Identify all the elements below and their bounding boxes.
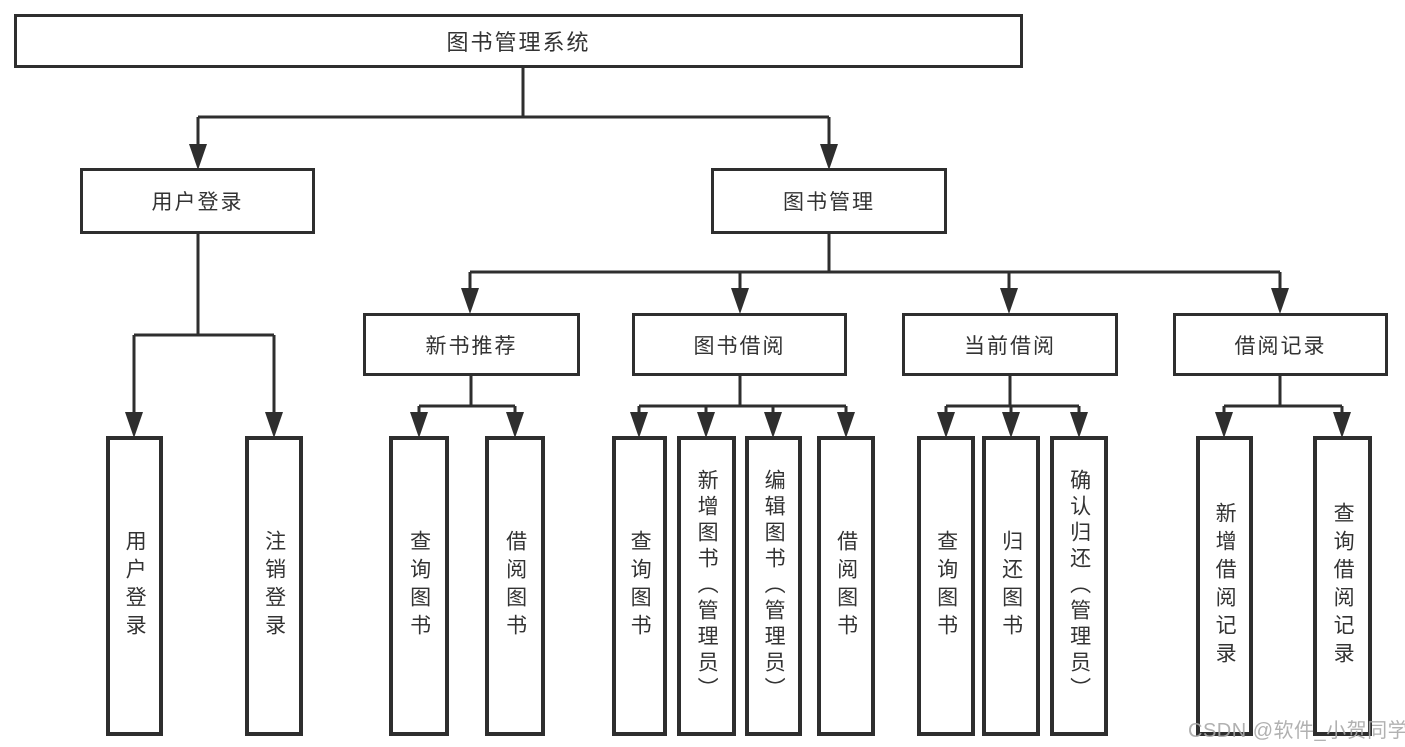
leaf-edit-book-admin: 编辑图书（管理员） [745,436,802,736]
node-new-book-recommend: 新书推荐 [363,313,580,376]
leaf-confirm-return-admin: 确认归还（管理员） [1050,436,1108,736]
arrowhead [731,288,749,314]
node-borrowing-records: 借阅记录 [1173,313,1388,376]
leaf-return-book: 归还图书 [982,436,1040,736]
leaf-query-books-recommend: 查询图书 [389,436,449,736]
arrowhead [630,412,648,438]
node-current-borrowing: 当前借阅 [902,313,1118,376]
leaf-add-book-admin: 新增图书（管理员） [677,436,736,736]
arrowhead [1333,412,1351,438]
arrowhead [125,412,143,438]
connector-path [132,68,1344,414]
arrowhead [1000,288,1018,314]
leaf-borrow-books-recommend: 借阅图书 [485,436,545,736]
arrowhead [1002,412,1020,438]
leaf-add-borrow-record: 新增借阅记录 [1196,436,1253,736]
arrowhead [1070,412,1088,438]
arrowhead [506,412,524,438]
arrowhead [937,412,955,438]
leaf-user-login: 用户登录 [106,436,163,736]
arrowhead [461,288,479,314]
leaf-query-books-borrow: 查询图书 [612,436,667,736]
leaf-query-books-current: 查询图书 [917,436,975,736]
arrowhead [837,412,855,438]
leaf-borrow-books: 借阅图书 [817,436,875,736]
leaf-logout: 注销登录 [245,436,303,736]
arrowhead [410,412,428,438]
csdn-watermark: CSDN @软件_小贺同学 [1188,720,1405,742]
arrowhead [265,412,283,438]
arrowhead [764,412,782,438]
arrowhead [1215,412,1233,438]
arrowhead [820,144,838,170]
node-book-borrowing: 图书借阅 [632,313,847,376]
arrowhead [697,412,715,438]
leaf-query-borrow-record: 查询借阅记录 [1313,436,1372,736]
node-book-management: 图书管理 [711,168,947,234]
arrowhead [1271,288,1289,314]
arrowhead [189,144,207,170]
node-root-system: 图书管理系统 [14,14,1023,68]
node-user-login: 用户登录 [80,168,315,234]
